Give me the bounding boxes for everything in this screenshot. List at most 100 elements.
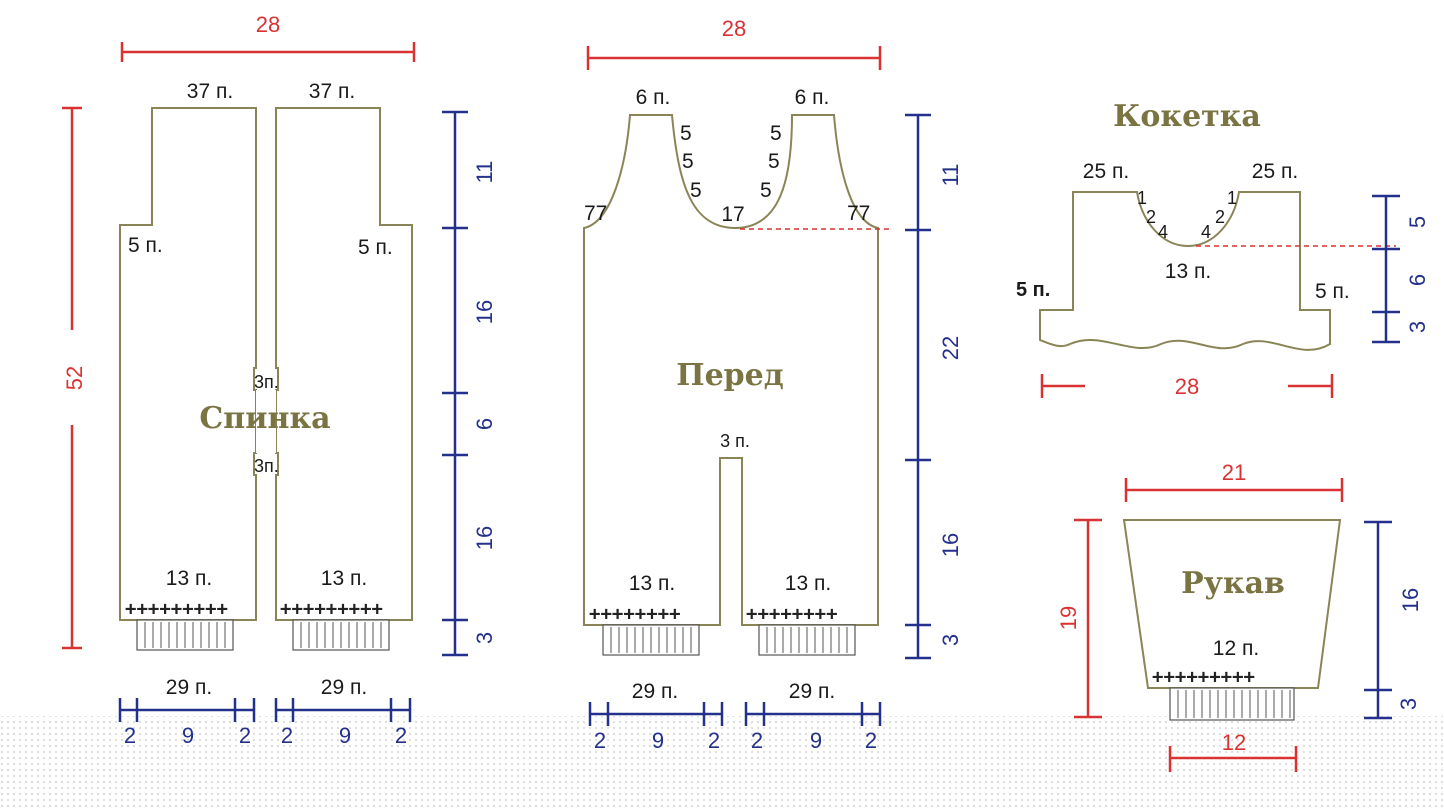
sleeve-cuff-width-dimension: 12	[1168, 730, 1298, 772]
yoke-neck-right-step-3: 1	[1227, 188, 1237, 208]
yoke-neck-right-step-1: 4	[1201, 222, 1211, 242]
sleeve-height-dimension: 19	[1056, 518, 1102, 719]
svg-text:9: 9	[339, 723, 351, 748]
svg-text:21: 21	[1222, 460, 1246, 485]
front-neck-left-step-3: 5	[690, 179, 702, 202]
front-arm-right-label: 77	[847, 202, 870, 225]
back-notch-top-label: 3п.	[254, 372, 279, 392]
back-piece: Спинка 37 п. 37 п. 5 п. 5 п. 3п. 3п. 13 …	[62, 12, 497, 748]
front-vertical-dimensions: 11 22 16 3	[905, 113, 963, 660]
yoke-side-left-label: 5 п.	[1016, 279, 1050, 301]
yoke-top-left-label: 25 п.	[1083, 160, 1129, 183]
svg-text:28: 28	[256, 12, 280, 37]
yoke-neck-left-step-2: 2	[1146, 207, 1156, 227]
svg-text:3: 3	[472, 632, 497, 644]
back-cuff-right-label: 29 п.	[321, 676, 367, 699]
back-right-panel	[275, 107, 413, 621]
svg-text:2: 2	[239, 723, 251, 748]
yoke-piece: Кокетка 25 п. 25 п. 1 2 4 4 2 1 13 п. 5 …	[1016, 99, 1430, 399]
front-top-right-label: 6 п.	[795, 86, 830, 109]
svg-text:9: 9	[810, 728, 822, 753]
svg-text:9: 9	[652, 728, 664, 753]
svg-text:28: 28	[1175, 374, 1199, 399]
back-left-plus-row: +++++++++	[125, 598, 228, 620]
svg-text:28: 28	[722, 16, 746, 41]
back-bottom-dimensions: 2 9 2 2 9 2	[118, 698, 412, 748]
sleeve-title: Рукав	[1181, 566, 1285, 601]
svg-text:2: 2	[708, 728, 720, 753]
svg-text:2: 2	[751, 728, 763, 753]
svg-text:16: 16	[472, 526, 497, 550]
front-bottom-right-label: 13 п.	[785, 572, 831, 595]
back-top-left-label: 37 п.	[187, 80, 233, 103]
front-cuff-left-label: 29 п.	[632, 680, 678, 703]
back-title: Спинка	[199, 401, 330, 436]
yoke-neck-left-step-3: 4	[1158, 222, 1168, 242]
front-right-plus-row: ++++++++	[746, 603, 838, 625]
front-neck-left-step-1: 5	[680, 122, 692, 145]
yoke-side-right-label: 5 п.	[1315, 280, 1350, 303]
sleeve-top-width-dimension: 21	[1124, 460, 1344, 502]
svg-text:2: 2	[594, 728, 606, 753]
back-side-right-label: 5 п.	[358, 236, 393, 259]
yoke-neck-left-step-1: 1	[1137, 188, 1147, 208]
svg-text:11: 11	[472, 161, 497, 184]
svg-text:11: 11	[938, 164, 963, 187]
back-bottom-right-label: 13 п.	[321, 567, 367, 590]
front-cuff-right-label: 29 п.	[789, 680, 835, 703]
yoke-width-dimension: 28	[1040, 374, 1334, 399]
sleeve-plus-row: +++++++++	[1152, 666, 1255, 688]
sleeve-piece: Рукав 12 п. +++++++++ 21 19 16 3	[1056, 460, 1423, 772]
back-vertical-dimensions: 11 16 6 16 3	[442, 110, 497, 657]
front-left-plus-row: ++++++++	[589, 603, 681, 625]
sleeve-stitches-label: 12 п.	[1213, 637, 1259, 660]
front-width-dimension: 28	[586, 16, 882, 70]
back-right-cuff	[292, 619, 390, 651]
front-neck-right-step-1: 5	[770, 122, 782, 145]
yoke-vertical-dimensions: 5 6 3	[1372, 194, 1430, 344]
back-notch-bottom-label: 3п.	[254, 456, 279, 476]
front-bottom-dimensions: 2 9 2 2 9 2	[588, 702, 882, 753]
back-left-panel	[119, 107, 257, 621]
dotted-background	[0, 716, 1444, 811]
svg-text:6: 6	[472, 418, 497, 430]
svg-text:52: 52	[62, 366, 87, 390]
front-piece: Перед 6 п. 6 п. 5 5 5 5 5 5 17 77 77 3 п…	[583, 16, 963, 753]
svg-text:2: 2	[281, 723, 293, 748]
back-top-right-label: 37 п.	[309, 80, 355, 103]
back-height-dimension: 52	[62, 106, 87, 650]
svg-text:16: 16	[938, 533, 963, 557]
svg-text:9: 9	[182, 723, 194, 748]
svg-text:2: 2	[124, 723, 136, 748]
front-neck-right-step-3: 5	[760, 179, 772, 202]
svg-text:16: 16	[472, 300, 497, 324]
svg-text:22: 22	[938, 336, 963, 360]
back-side-left-label: 5 п.	[128, 234, 163, 257]
yoke-neck-right-step-2: 2	[1215, 207, 1225, 227]
svg-text:3: 3	[1405, 321, 1430, 333]
svg-text:16: 16	[1398, 588, 1423, 612]
svg-text:5: 5	[1405, 216, 1430, 228]
back-cuff-left-label: 29 п.	[166, 676, 212, 699]
back-right-plus-row: +++++++++	[280, 598, 383, 620]
yoke-top-right-label: 25 п.	[1252, 160, 1298, 183]
svg-text:6: 6	[1405, 274, 1430, 286]
front-panel	[583, 114, 879, 626]
yoke-panel	[1039, 191, 1331, 351]
back-left-cuff	[136, 619, 234, 651]
front-neck-center-label: 17	[721, 203, 744, 226]
front-bottom-left-label: 13 п.	[629, 572, 675, 595]
front-neck-left-step-2: 5	[682, 150, 694, 173]
sleeve-vertical-dimensions: 16 3	[1364, 520, 1423, 720]
svg-text:2: 2	[395, 723, 407, 748]
svg-text:2: 2	[865, 728, 877, 753]
yoke-title: Кокетка	[1113, 99, 1261, 134]
sleeve-cuff	[1169, 687, 1295, 721]
yoke-neck-center-label: 13 п.	[1165, 260, 1211, 283]
svg-text:12: 12	[1222, 730, 1246, 755]
svg-text:3: 3	[1396, 698, 1421, 710]
front-top-left-label: 6 п.	[636, 86, 671, 109]
back-width-dimension: 28	[120, 12, 416, 62]
front-title: Перед	[676, 358, 783, 393]
